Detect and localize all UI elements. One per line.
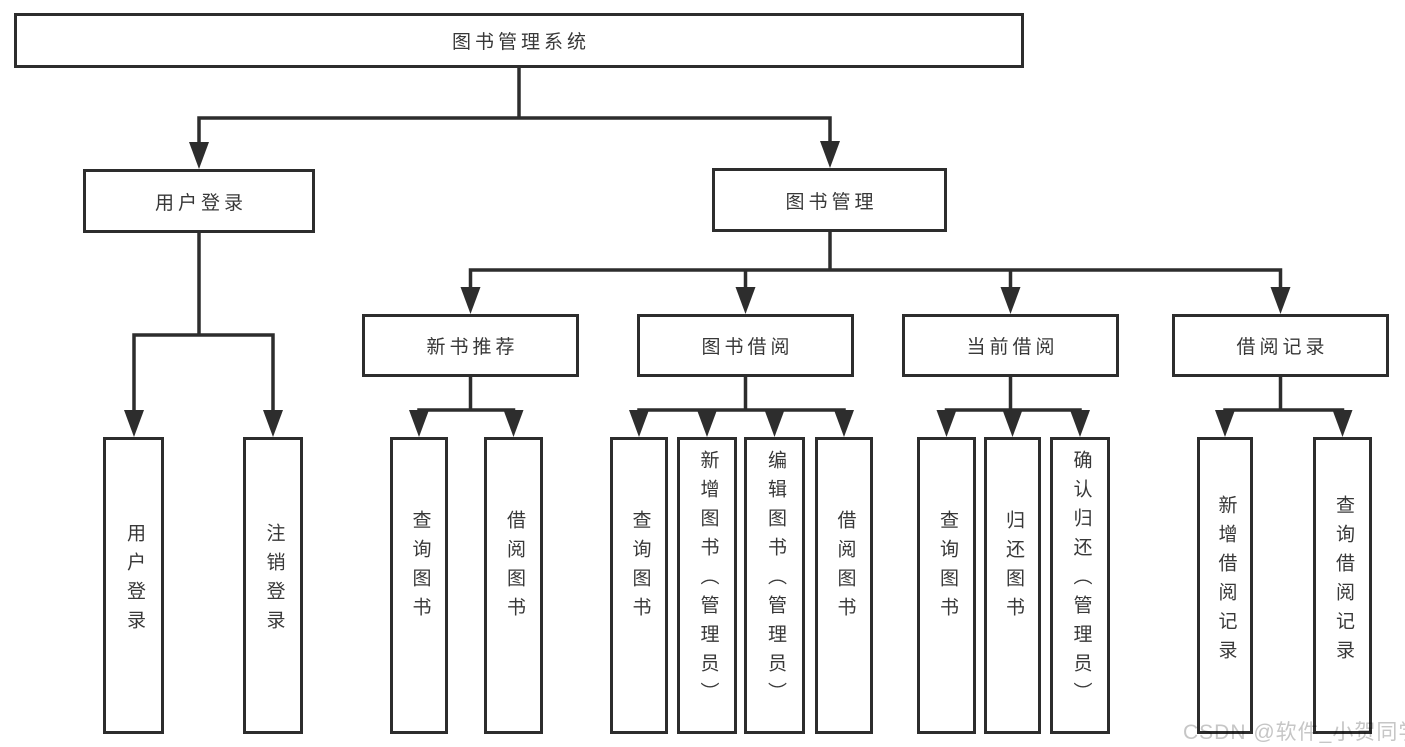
leaf-return-book: 归还图书 [984, 437, 1041, 734]
leaf-label: 查询图书 [936, 509, 958, 626]
leaf-query-borrow-record: 查询借阅记录 [1313, 437, 1372, 734]
node-new-book-recommend: 新书推荐 [362, 314, 579, 377]
arrowhead [834, 410, 854, 437]
leaf-label: 查询图书 [629, 509, 651, 626]
edge-split-userlogin [132, 333, 275, 412]
node-current-borrow: 当前借阅 [902, 314, 1119, 377]
arrowhead [629, 410, 649, 437]
leaf-label: 编辑图书（管理员） [764, 450, 786, 711]
node-book-management: 图书管理 [712, 168, 947, 232]
edge-split-borrowrecord [1223, 408, 1345, 412]
leaf-label: 借阅图书 [503, 509, 525, 626]
leaf-user-login: 用户登录 [103, 437, 164, 734]
arrowhead [936, 410, 957, 437]
arrowhead [820, 141, 840, 168]
leaf-add-borrow-record: 新增借阅记录 [1197, 437, 1253, 734]
leaf-borrow-book-recommend: 借阅图书 [484, 437, 543, 734]
arrowhead [503, 410, 524, 437]
node-user-login: 用户登录 [83, 169, 315, 233]
edge-split-level1 [197, 116, 832, 145]
leaf-logout: 注销登录 [243, 437, 303, 734]
node-book-borrow: 图书借阅 [637, 314, 854, 377]
leaf-label: 注销登录 [263, 522, 285, 639]
leaf-label: 归还图书 [1002, 509, 1024, 626]
leaf-label: 查询图书 [409, 509, 431, 626]
arrowhead [735, 287, 756, 314]
leaf-confirm-return-admin: 确认归还（管理员） [1050, 437, 1110, 734]
arrowhead [460, 287, 481, 314]
leaf-label: 查询借阅记录 [1332, 494, 1354, 669]
csdn-watermark: CSDN @软件_小贺同学 [1183, 721, 1405, 744]
leaf-query-book-recommend: 查询图书 [390, 437, 448, 734]
leaf-edit-book-admin: 编辑图书（管理员） [744, 437, 805, 734]
arrowhead [1002, 410, 1023, 437]
arrowhead [1270, 287, 1291, 314]
arrowhead [263, 410, 283, 437]
leaf-borrow-book: 借阅图书 [815, 437, 873, 734]
leaf-query-book-borrow: 查询图书 [610, 437, 668, 734]
arrowhead [1332, 410, 1353, 437]
edge-split-level3 [468, 268, 1283, 290]
arrowhead [1000, 287, 1021, 314]
node-borrow-record: 借阅记录 [1172, 314, 1389, 377]
leaf-label: 借阅图书 [834, 509, 856, 626]
arrowhead [764, 410, 785, 437]
leaf-query-book-current: 查询图书 [917, 437, 976, 734]
arrowhead [409, 410, 429, 437]
edge-split-bookborrow [637, 408, 846, 412]
leaf-label: 确认归还（管理员） [1070, 450, 1092, 711]
arrowhead [1070, 410, 1090, 437]
arrowhead [1215, 410, 1235, 437]
leaf-label: 新增图书（管理员） [697, 450, 719, 711]
leaf-label: 新增借阅记录 [1215, 494, 1237, 669]
arrowhead [124, 410, 144, 437]
node-root-library-system: 图书管理系统 [14, 13, 1024, 68]
leaf-add-book-admin: 新增图书（管理员） [677, 437, 737, 734]
leaf-label: 用户登录 [123, 522, 145, 639]
arrowhead [189, 142, 209, 169]
edge-split-newbook [417, 408, 516, 412]
arrowhead [697, 410, 717, 437]
